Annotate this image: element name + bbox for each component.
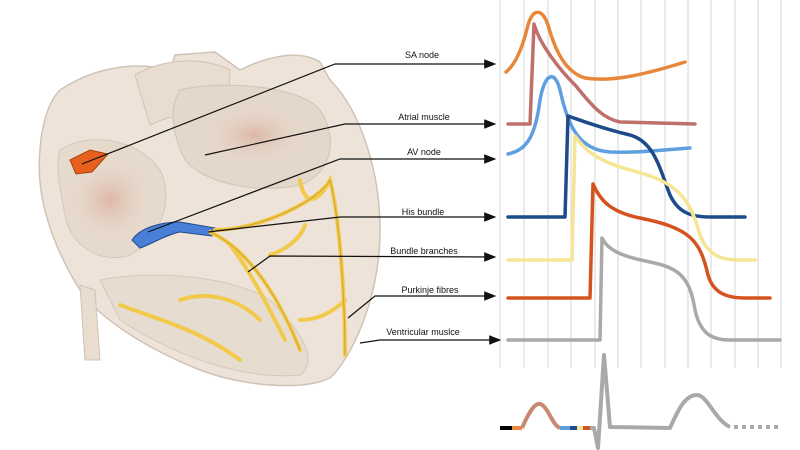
bundle-branches-pointer	[247, 252, 497, 273]
av-node-shape	[131, 221, 216, 249]
ventricular-muscle-pointer	[359, 335, 502, 345]
label-atrial-muscle: Atrial muscle	[398, 112, 450, 122]
av-node-pointer	[147, 154, 497, 233]
label-his-bundle: His bundle	[402, 207, 445, 217]
sa-node-trace	[504, 10, 687, 81]
bundle-branches-trace	[506, 134, 757, 262]
sa-node-pointer	[81, 59, 497, 165]
ventricular-muscle-trace	[506, 236, 782, 342]
his-bundle-pointer	[207, 212, 497, 233]
purkinje-fibres-pointer	[347, 291, 497, 319]
sa-node-shape	[69, 149, 109, 175]
av-node-trace	[506, 75, 692, 156]
label-sa-node: SA node	[405, 50, 439, 60]
atrial-muscle-trace	[506, 22, 697, 126]
ecg-trace	[500, 353, 782, 450]
label-av-node: AV node	[407, 147, 441, 157]
label-ventricular-muscle: Ventricular muslce	[386, 327, 460, 337]
atrial-muscle-pointer	[204, 119, 497, 156]
time-gridlines	[499, 0, 782, 368]
label-purkinje-fibres: Purkinje fibres	[401, 285, 459, 295]
label-bundle-branches: Bundle branches	[390, 246, 458, 256]
his-bundle-trace	[506, 114, 747, 219]
purkinje-fibres-trace	[506, 182, 772, 300]
